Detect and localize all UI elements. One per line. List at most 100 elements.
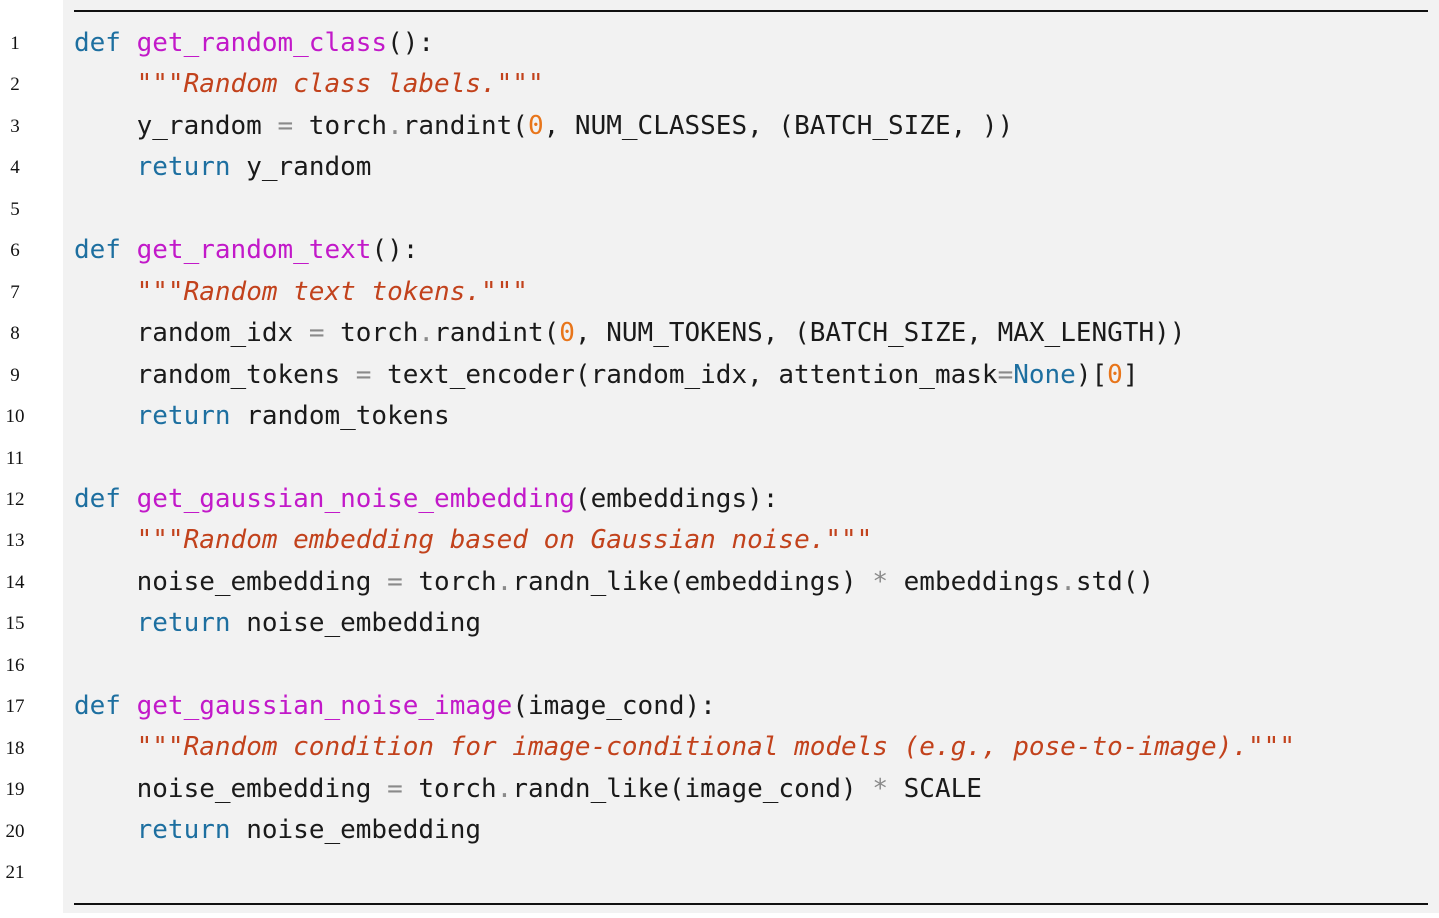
code-token: torch: [293, 110, 388, 141]
line-number: 10: [5, 406, 25, 428]
code-token: ():: [387, 28, 435, 58]
code-token-op: .: [418, 318, 435, 349]
code-line: """Random embedding based on Gaussian no…: [74, 520, 1424, 561]
line-number: 8: [10, 323, 20, 345]
code-line: def get_gaussian_noise_embedding(embeddi…: [74, 479, 1424, 520]
code-token: [74, 525, 137, 555]
code-token: [74, 277, 137, 307]
code-token: [74, 815, 137, 845]
code-token-op: =: [355, 359, 372, 390]
code-token: randn_like(embeddings): [512, 566, 873, 597]
line-number: 18: [5, 737, 25, 759]
code-line: [74, 437, 1424, 478]
code-token-fn: get_gaussian_noise_image: [136, 691, 513, 721]
code-line: return y_random: [74, 147, 1424, 188]
code-token: [74, 152, 137, 182]
code-token: (image_cond):: [512, 691, 716, 721]
code-token-fn: get_gaussian_noise_embedding: [136, 483, 575, 514]
code-token-doc: """Random embedding based on Gaussian no…: [136, 525, 873, 556]
top-rule: [74, 10, 1428, 12]
code-token: )[: [1075, 359, 1108, 390]
code-line: """Random class labels.""": [74, 64, 1424, 105]
code-token-op: .: [496, 566, 513, 597]
code-token: [121, 28, 137, 58]
code-line: y_random = torch.randint(0, NUM_CLASSES,…: [74, 106, 1424, 147]
code-line: noise_embedding = torch.randn_like(embed…: [74, 562, 1424, 603]
bottom-rule: [74, 903, 1428, 905]
code-token: randint(: [402, 110, 528, 141]
line-number: 1: [10, 33, 20, 54]
code-token-kw: return: [136, 152, 231, 183]
code-token: [74, 732, 137, 762]
code-token-op: =: [387, 773, 403, 804]
code-token-fn: get_random_class: [136, 28, 388, 58]
line-number: 2: [10, 74, 20, 96]
code-token: randint(: [434, 318, 560, 349]
code-token-kw: def: [74, 235, 121, 266]
code-token-op: =: [308, 318, 325, 349]
line-number: 5: [10, 198, 20, 220]
line-number: 11: [5, 447, 25, 469]
code-token: , NUM_TOKENS, (BATCH_SIZE, MAX_LENGTH)): [574, 318, 1186, 349]
line-number: 13: [5, 530, 25, 552]
code-token-num: 0: [527, 110, 544, 141]
code-token: std(): [1075, 566, 1155, 597]
code-line: def get_random_text():: [74, 230, 1424, 271]
code-token: randn_like(image_cond): [512, 773, 873, 804]
code-token: SCALE: [888, 773, 982, 804]
code-listing-panel: [63, 0, 1439, 913]
line-number: 9: [10, 364, 20, 386]
code-token-num: 0: [1107, 359, 1123, 390]
code-token: y_random: [230, 152, 372, 183]
code-line: noise_embedding = torch.randn_like(image…: [74, 769, 1424, 810]
code-token: [74, 608, 137, 638]
code-token-fn: get_random_text: [136, 235, 372, 266]
code-token: noise_embedding: [230, 815, 481, 846]
code-token: ]: [1122, 359, 1139, 390]
code-token-kw: return: [136, 815, 231, 846]
code-line: [74, 645, 1424, 686]
line-number: 17: [5, 696, 25, 718]
code-token: torch: [402, 773, 497, 804]
code-line: def get_random_class():: [74, 23, 1424, 64]
code-line: """Random condition for image-conditiona…: [74, 727, 1424, 768]
code-token-op: .: [1060, 566, 1076, 597]
code-line: return random_tokens: [74, 396, 1424, 437]
code-token: noise_embedding: [230, 608, 481, 639]
code-token: random_tokens: [230, 400, 450, 431]
code-token: torch: [324, 318, 419, 349]
code-token-op: *: [872, 773, 888, 804]
code-token: ():: [371, 235, 419, 266]
code-token-kw: def: [74, 483, 121, 514]
code-token: noise_embedding: [74, 566, 388, 597]
code-token: y_random: [74, 110, 278, 141]
code-line: return noise_embedding: [74, 810, 1424, 851]
line-number: 3: [10, 115, 20, 137]
code-token-kw: return: [136, 400, 231, 431]
code-token-doc: """Random condition for image-conditiona…: [136, 732, 1295, 763]
code-block: def get_random_class(): """Random class …: [74, 23, 1424, 893]
line-number: 20: [5, 820, 25, 842]
code-token: , NUM_CLASSES, (BATCH_SIZE, )): [543, 110, 1014, 141]
code-token-op: .: [387, 110, 403, 141]
code-line: """Random text tokens.""": [74, 272, 1424, 313]
code-line: [74, 852, 1424, 893]
code-token-kw: def: [74, 691, 121, 721]
code-token-kw: return: [136, 608, 231, 639]
code-token: embeddings: [888, 566, 1061, 597]
code-line: def get_gaussian_noise_image(image_cond)…: [74, 686, 1424, 727]
line-number: 15: [5, 613, 25, 635]
code-token: [74, 401, 137, 431]
code-token-num: 0: [559, 318, 575, 349]
line-number: 6: [10, 240, 20, 262]
line-number: 19: [5, 779, 25, 801]
code-token-kw: None: [1013, 359, 1076, 390]
line-number: 14: [5, 571, 25, 593]
code-line: [74, 189, 1424, 230]
code-token-doc: """Random text tokens.""": [136, 276, 528, 307]
line-number: 21: [5, 862, 25, 883]
code-line: return noise_embedding: [74, 603, 1424, 644]
line-number: 12: [5, 488, 25, 510]
code-token: [121, 484, 137, 514]
code-token-op: =: [387, 566, 403, 597]
